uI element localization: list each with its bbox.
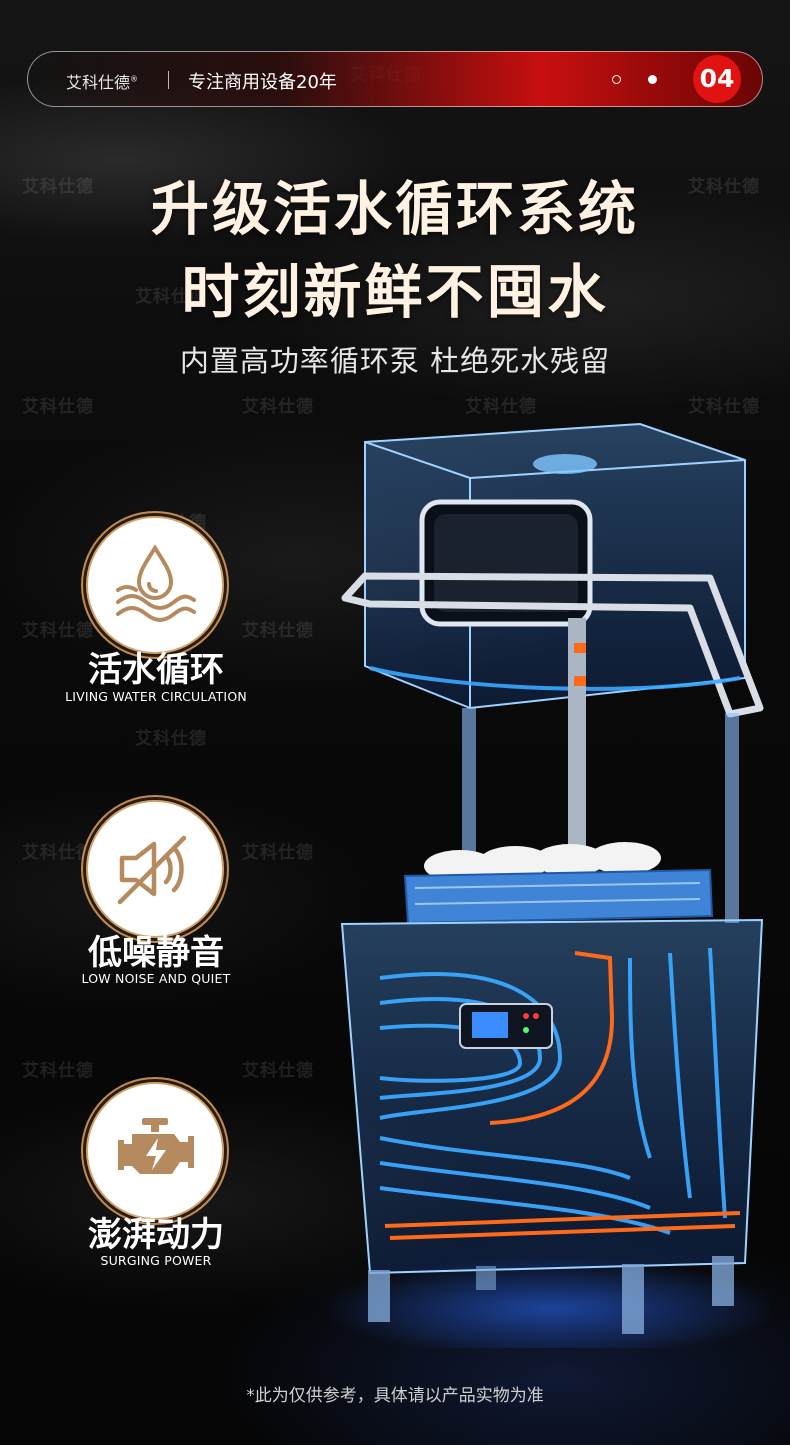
muted-speaker-icon: [86, 800, 224, 938]
subtitle: 内置高功率循环泵 杜绝死水残留: [179, 344, 611, 378]
feature-title: 澎湃动力: [88, 1215, 224, 1255]
watermark: 艾科仕德: [465, 397, 537, 417]
brand-name: 艾科仕德®: [66, 73, 139, 92]
watermark: 艾科仕德: [242, 397, 314, 417]
water-drop-waves-icon: [86, 516, 224, 654]
wash-tank: [340, 918, 764, 1275]
headline-line-1: 升级活水循环系统: [150, 175, 639, 243]
dishwasher-illustration: [330, 422, 770, 1348]
watermark: 艾科仕德: [242, 621, 314, 641]
top-hood: [341, 422, 764, 718]
feature-subtitle: LIVING WATER CIRCULATION: [65, 689, 247, 704]
brand-tagline: 专注商用设备20年: [188, 72, 337, 93]
watermark: 艾科仕德: [242, 1061, 314, 1081]
engine-power-icon: [86, 1082, 224, 1220]
disclaimer: *此为仅供参考，具体请以产品实物为准: [246, 1386, 544, 1406]
feature-title: 低噪静音: [88, 933, 224, 973]
watermark: 艾科仕德: [22, 177, 94, 197]
page-number-badge: 04: [693, 55, 741, 103]
watermark: 艾科仕德: [135, 287, 207, 307]
feature-subtitle: LOW NOISE AND QUIET: [81, 971, 231, 986]
watermark: 艾科仕德: [22, 1061, 94, 1081]
header-bar: 艾科仕德® 专注商用设备20年 04: [27, 51, 763, 107]
watermark: 艾科仕德: [135, 729, 207, 749]
pagination-dot-active: [648, 75, 657, 84]
header-divider: [168, 71, 169, 89]
watermark: 艾科仕德: [22, 397, 94, 417]
watermark: 艾科仕德: [688, 177, 760, 197]
feature-subtitle: SURGING POWER: [100, 1253, 212, 1268]
feature-title: 活水循环: [88, 650, 224, 690]
pagination-dot: [612, 75, 621, 84]
dish-rack: [403, 842, 714, 925]
watermark: 艾科仕德: [22, 621, 94, 641]
headline-line-2: 时刻新鲜不囤水: [181, 258, 609, 326]
watermark: 艾科仕德: [688, 397, 760, 417]
watermark: 艾科仕德: [22, 843, 94, 863]
watermark: 艾科仕德: [242, 843, 314, 863]
